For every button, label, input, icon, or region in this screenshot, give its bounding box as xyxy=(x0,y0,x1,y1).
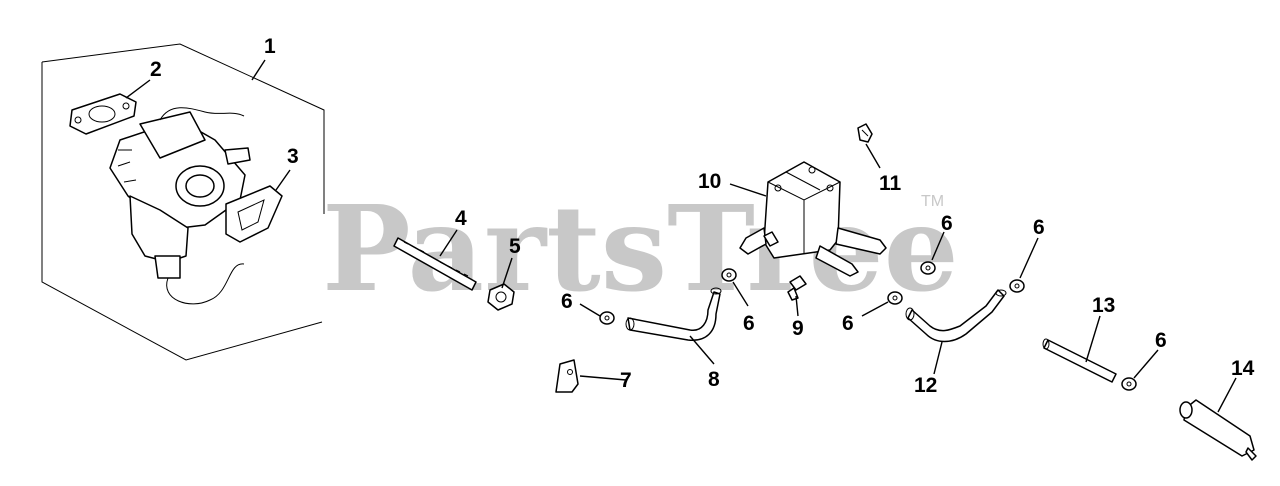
callout-number: 4 xyxy=(455,207,467,230)
callout-number: 5 xyxy=(509,235,521,258)
fuel-hose-part[interactable] xyxy=(905,289,1007,343)
callout-number: 6 xyxy=(743,312,755,335)
hose-clamp-part[interactable] xyxy=(920,261,936,275)
stud-part[interactable] xyxy=(393,237,477,291)
callout-number: 6 xyxy=(941,212,953,235)
callout-number: 10 xyxy=(698,170,721,193)
gasket-part[interactable] xyxy=(69,93,137,135)
fuel-line-part[interactable] xyxy=(1042,338,1117,383)
callout-number: 9 xyxy=(792,317,804,340)
trademark-mark: TM xyxy=(921,193,944,210)
leader-lines xyxy=(125,59,1237,413)
callout-number: 6 xyxy=(561,290,573,313)
hose-clamp-part[interactable] xyxy=(599,311,615,325)
callout-number: 6 xyxy=(1033,216,1045,239)
fitting-part[interactable] xyxy=(787,275,807,301)
callout-number: 8 xyxy=(708,368,720,391)
hose-clamp-part[interactable] xyxy=(1009,279,1025,293)
callout-number: 12 xyxy=(914,374,937,397)
fuel-pump-part[interactable] xyxy=(739,161,887,277)
hose-clamp-part[interactable] xyxy=(1121,377,1137,391)
callout-number: 1 xyxy=(264,35,276,58)
callout-number: 3 xyxy=(287,145,299,168)
fuel-hose-part[interactable] xyxy=(625,287,722,341)
hose-clamp-part[interactable] xyxy=(721,268,737,282)
callout-number: 2 xyxy=(150,58,162,81)
hose-clamp-part[interactable] xyxy=(887,291,903,305)
carburetor-part[interactable] xyxy=(109,107,251,305)
fuel-filter-part[interactable] xyxy=(1179,399,1257,461)
clip-part[interactable] xyxy=(857,123,873,143)
callout-number: 11 xyxy=(879,172,902,195)
callout-number: 7 xyxy=(620,369,632,392)
callout-number: 13 xyxy=(1092,294,1115,317)
callout-number: 6 xyxy=(842,312,854,335)
carburetor-kit-outline xyxy=(41,43,325,361)
gasket-part[interactable] xyxy=(225,185,283,243)
callout-number: 14 xyxy=(1231,357,1255,380)
callout-number: 6 xyxy=(1155,329,1167,352)
bracket-part[interactable] xyxy=(555,359,579,393)
